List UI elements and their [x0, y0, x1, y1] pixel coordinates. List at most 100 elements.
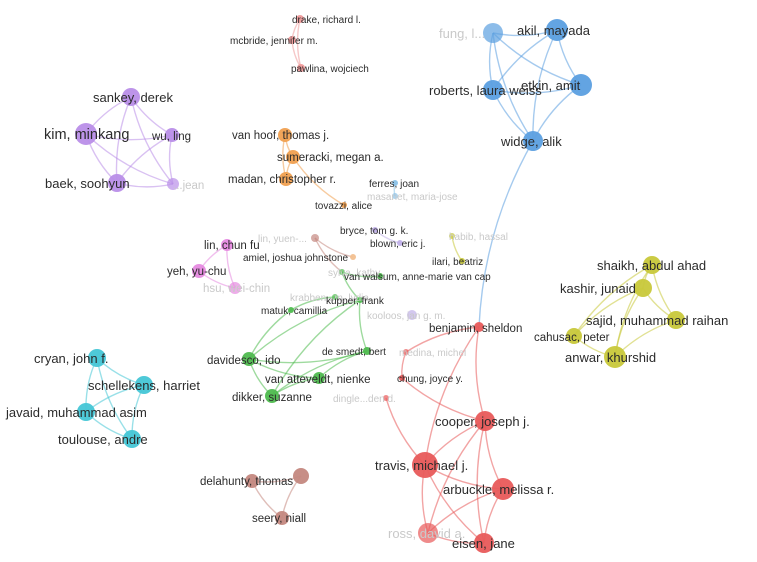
edge-matuk-davidesco [248, 309, 292, 360]
label-sylva: sylva, kathy [328, 268, 380, 279]
node-anwar[interactable] [604, 346, 626, 368]
node-tovazzi[interactable] [341, 202, 347, 208]
edge-shaikh-cahusac [573, 264, 653, 337]
node-yeh[interactable] [192, 264, 206, 278]
edge-cryan-toulouse [96, 357, 133, 440]
node-krabben[interactable] [332, 294, 338, 300]
edge-fung-widge [492, 32, 534, 142]
edge-sylva-vanwalsum [341, 271, 381, 278]
label-sankey: sankey, derek [93, 90, 173, 105]
node-toulouse[interactable] [123, 430, 141, 448]
node-blown[interactable] [397, 240, 403, 246]
node-schellekens[interactable] [135, 376, 153, 394]
node-ilari[interactable] [459, 258, 465, 264]
node-dikker[interactable] [265, 389, 279, 403]
node-desmedt[interactable] [363, 347, 371, 355]
node-vanatteveldt[interactable] [313, 372, 325, 384]
label-wu: wu, ling [151, 131, 191, 143]
node-chung[interactable] [399, 375, 405, 381]
label-lin2: lin, yuen-... [258, 234, 307, 245]
label-ross: ross, david a. [388, 526, 465, 541]
edge-desmedt-dikker [271, 350, 368, 397]
label-blown: blown, eric j. [370, 239, 426, 250]
node-javaid[interactable] [77, 403, 95, 421]
label-schellekens: schellekens, harriet [88, 378, 200, 393]
node-hsu[interactable] [229, 282, 241, 294]
node-sylva[interactable] [339, 269, 345, 275]
node-benjamin[interactable] [474, 322, 484, 332]
node-madan[interactable] [279, 172, 293, 186]
node-akil[interactable] [546, 19, 568, 41]
node-ferres[interactable] [392, 180, 398, 186]
node-kashir[interactable] [634, 279, 652, 297]
node-etkin[interactable] [570, 74, 592, 96]
node-shaikh[interactable] [643, 256, 661, 274]
node-lin2[interactable] [311, 234, 319, 242]
node-brown2[interactable] [293, 468, 309, 484]
node-widge[interactable] [523, 131, 543, 151]
edge-fung-etkin [492, 32, 582, 86]
node-travis[interactable] [412, 452, 438, 478]
label-masanet: masanet, maria-jose [367, 192, 458, 203]
label-arbuckle: arbuckle, melissa r. [443, 482, 554, 497]
node-masanet[interactable] [392, 193, 398, 199]
node-jean[interactable] [167, 178, 179, 190]
node-vanwalsum[interactable] [377, 273, 383, 279]
label-medina: medina, michel [399, 348, 466, 359]
node-cahusac[interactable] [566, 328, 582, 344]
node-mcbride[interactable] [288, 36, 296, 44]
node-fung[interactable] [483, 23, 503, 43]
label-benjamin: benjamin, sheldon [429, 323, 522, 335]
node-layer [75, 15, 685, 553]
edge-cooper-eisen [476, 420, 486, 544]
node-sajid[interactable] [667, 311, 685, 329]
label-habib: habib, hassal [449, 232, 508, 243]
node-delahunty[interactable] [245, 474, 259, 488]
node-medina[interactable] [403, 349, 409, 355]
label-travis: travis, michael j. [375, 458, 468, 473]
node-sumeracki[interactable] [286, 150, 300, 164]
label-madan: madan, christopher r. [228, 174, 336, 186]
node-ross[interactable] [418, 523, 438, 543]
node-seery[interactable] [275, 511, 289, 525]
edge-akil-widge [532, 29, 558, 142]
node-wu[interactable] [165, 128, 179, 142]
node-habib[interactable] [449, 233, 455, 239]
node-baek[interactable] [108, 174, 126, 192]
node-arbuckle[interactable] [492, 478, 514, 500]
label-amiel: amiel, joshua johnstone [243, 253, 349, 264]
label-eisen: eisen, jane [452, 536, 515, 551]
edge-cooper-ross [427, 420, 486, 534]
node-dingle[interactable] [383, 395, 389, 401]
label-sajid: sajid, muhammad raihan [586, 313, 728, 328]
label-seery: seery, niall [252, 513, 306, 525]
label-chung: chung, joyce y. [397, 374, 463, 385]
node-eisen[interactable] [474, 533, 494, 553]
node-roberts[interactable] [483, 80, 503, 100]
edge-benjamin-cooper [475, 326, 486, 422]
node-cryan[interactable] [88, 349, 106, 367]
label-mcbride: mcbride, jennifer m. [230, 36, 318, 47]
label-jean: ...jean [173, 180, 204, 192]
node-sankey[interactable] [122, 88, 140, 106]
label-dikker: dikker, suzanne [232, 392, 312, 404]
node-lin[interactable] [221, 239, 233, 251]
node-amiel[interactable] [350, 254, 356, 260]
node-bryce[interactable] [372, 227, 378, 233]
node-kupper[interactable] [357, 297, 363, 303]
label-kooloos: kooloos, jan g. m. [367, 311, 445, 322]
node-cooper[interactable] [475, 411, 495, 431]
node-matuk[interactable] [288, 307, 294, 313]
node-kooloos[interactable] [407, 310, 417, 320]
label-javaid: javaid, muhammad asim [5, 405, 147, 420]
node-drake[interactable] [296, 15, 304, 23]
node-kim[interactable] [75, 123, 97, 145]
edge-kupper-dikker [271, 299, 361, 397]
node-vanhoof[interactable] [278, 128, 292, 142]
label-layer: drake, richard l.mcbride, jennifer m.paw… [5, 15, 728, 551]
node-pawlina[interactable] [297, 64, 305, 72]
node-davidesco[interactable] [242, 352, 256, 366]
label-widge: widge, alik [500, 134, 562, 149]
label-lin: lin, chun fu [204, 240, 260, 252]
